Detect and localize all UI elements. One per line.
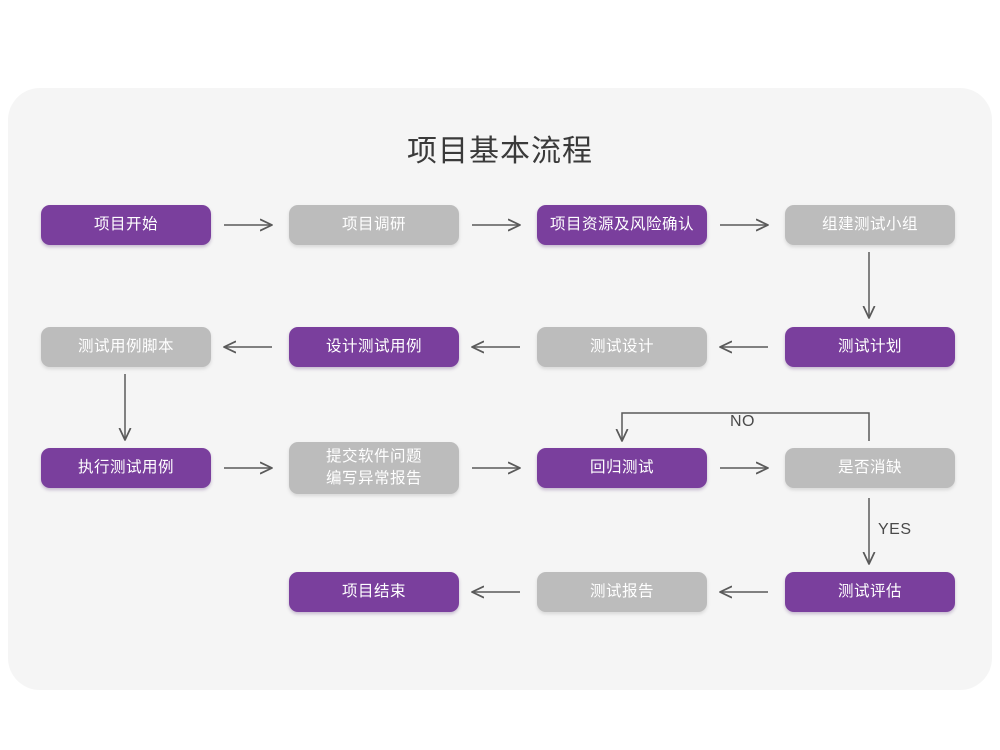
node-project-end[interactable]: 项目结束 (289, 572, 459, 612)
edge-label-yes: YES (878, 521, 912, 538)
node-regression-test[interactable]: 回归测试 (537, 448, 707, 488)
node-test-case-script[interactable]: 测试用例脚本 (41, 327, 211, 367)
node-submit-defect-report[interactable]: 提交软件问题 编写异常报告 (289, 442, 459, 494)
node-execute-test-case[interactable]: 执行测试用例 (41, 448, 211, 488)
node-design-test-case[interactable]: 设计测试用例 (289, 327, 459, 367)
node-test-report[interactable]: 测试报告 (537, 572, 707, 612)
node-project-start[interactable]: 项目开始 (41, 205, 211, 245)
node-form-test-team[interactable]: 组建测试小组 (785, 205, 955, 245)
node-defect-resolved-decision[interactable]: 是否消缺 (785, 448, 955, 488)
node-test-evaluation[interactable]: 测试评估 (785, 572, 955, 612)
node-test-plan[interactable]: 测试计划 (785, 327, 955, 367)
edge-label-no: NO (730, 413, 755, 430)
node-project-research[interactable]: 项目调研 (289, 205, 459, 245)
node-test-design[interactable]: 测试设计 (537, 327, 707, 367)
node-resource-risk-confirm[interactable]: 项目资源及风险确认 (537, 205, 707, 245)
page-title: 项目基本流程 (407, 135, 593, 168)
